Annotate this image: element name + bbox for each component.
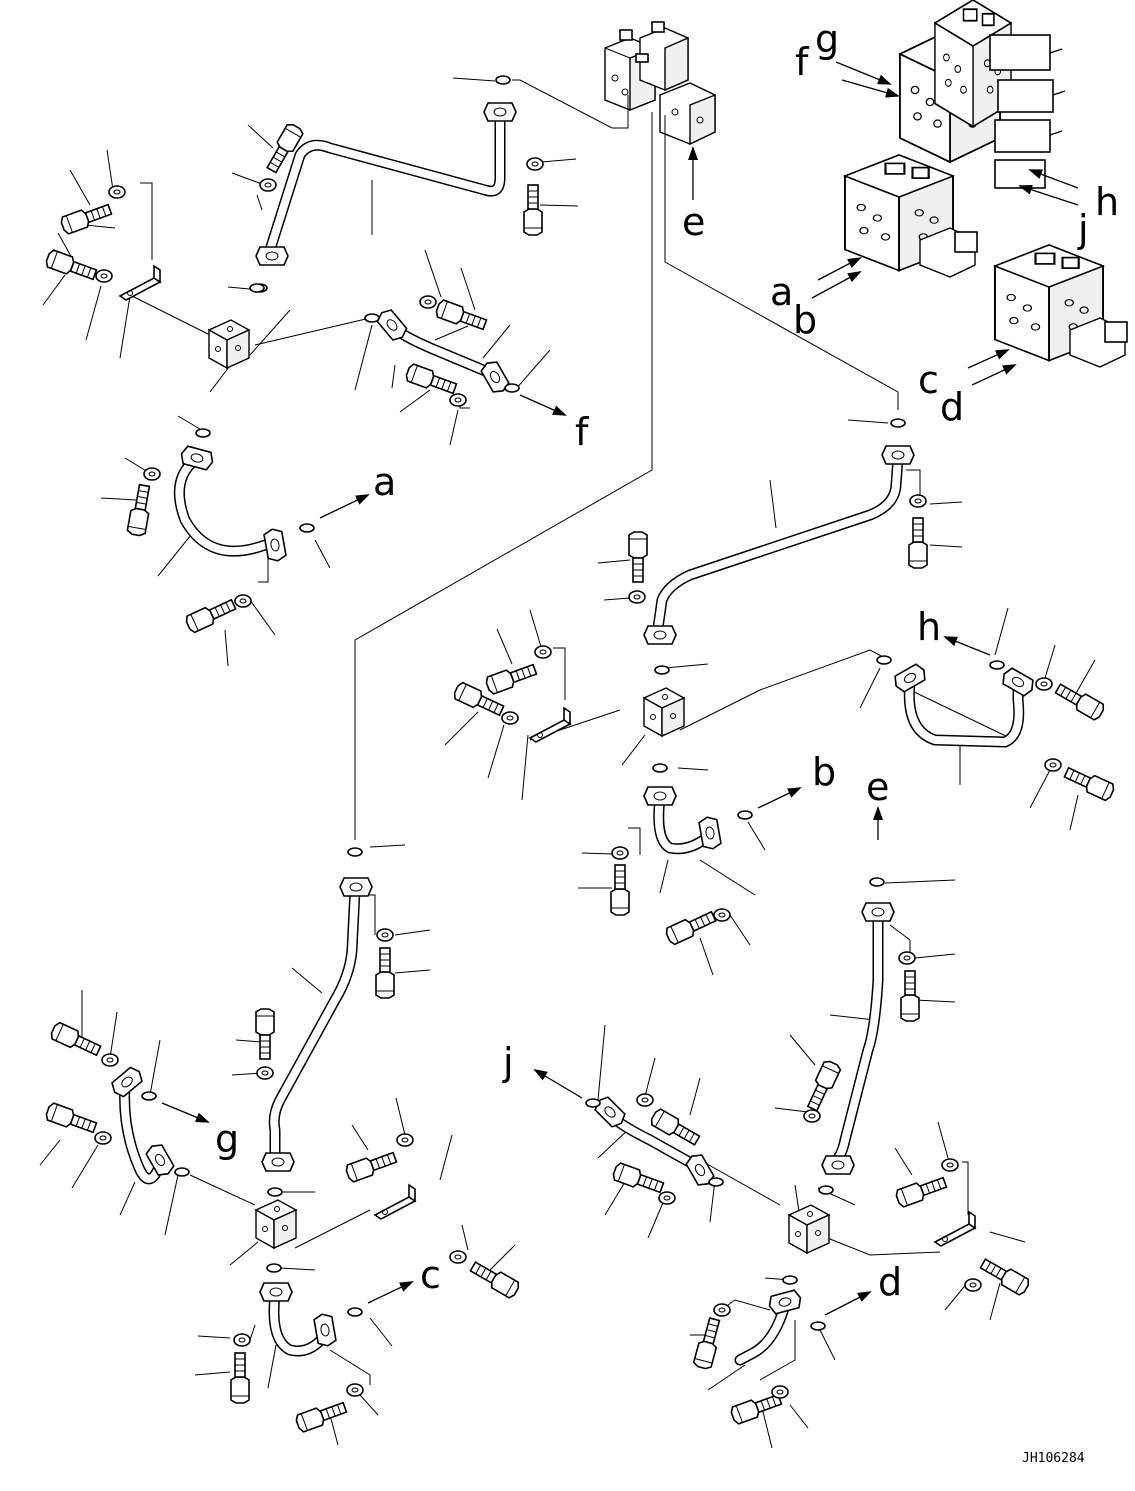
- leader-lines: [39, 77, 1096, 1449]
- control-valve-assembly-cd: [993, 243, 1128, 368]
- callout-labels: f a e a b c d f g h j h b e g c j d: [215, 17, 1119, 1304]
- junction-blocks: [208, 319, 830, 1254]
- pipe-b: [643, 786, 723, 855]
- callout-c-upper: c: [918, 358, 939, 402]
- callout-h-upper: h: [1095, 180, 1119, 224]
- control-valve-assembly-fgh: [899, 0, 1066, 189]
- callout-b-upper: b: [793, 298, 817, 342]
- callout-f-upper: f: [795, 40, 810, 84]
- callout-arrows: [161, 61, 1079, 1316]
- callout-f-lower: f: [575, 410, 590, 454]
- control-valve-assembly-ab: [843, 153, 978, 278]
- callout-j-upper: j: [1077, 207, 1089, 251]
- pipe-h: [890, 661, 1038, 748]
- callout-e-upper: e: [682, 200, 705, 244]
- pipe-right-upper: [643, 445, 915, 645]
- callout-a-upper: a: [770, 270, 793, 314]
- pipe-left-long: [261, 877, 373, 1172]
- pipe-right-long: [821, 902, 895, 1175]
- callout-c-lower: c: [420, 1253, 441, 1297]
- pipe-d: [734, 1288, 804, 1366]
- pipe-c: [259, 1282, 338, 1357]
- pipe-g: [108, 1064, 177, 1185]
- callout-g-lower: g: [215, 1117, 239, 1161]
- callout-h-lower: h: [917, 605, 941, 649]
- pipe-a: [173, 444, 288, 564]
- callout-j-lower: j: [502, 1040, 514, 1084]
- callout-g-upper: g: [815, 17, 839, 61]
- pipe-top-left: [255, 102, 517, 266]
- pipes: [108, 102, 1038, 1366]
- callout-d-lower: d: [878, 1260, 902, 1304]
- callout-a-lower: a: [373, 460, 396, 504]
- callout-e-lower: e: [866, 765, 889, 809]
- mounting-brackets: [119, 265, 976, 1247]
- pipe-j: [591, 1093, 717, 1190]
- pipe-f: [374, 306, 512, 397]
- callout-b-lower: b: [812, 750, 836, 794]
- callout-d-upper: d: [940, 385, 964, 429]
- control-valve-top: [604, 21, 716, 146]
- diagram-code: JH106284: [1022, 1451, 1085, 1466]
